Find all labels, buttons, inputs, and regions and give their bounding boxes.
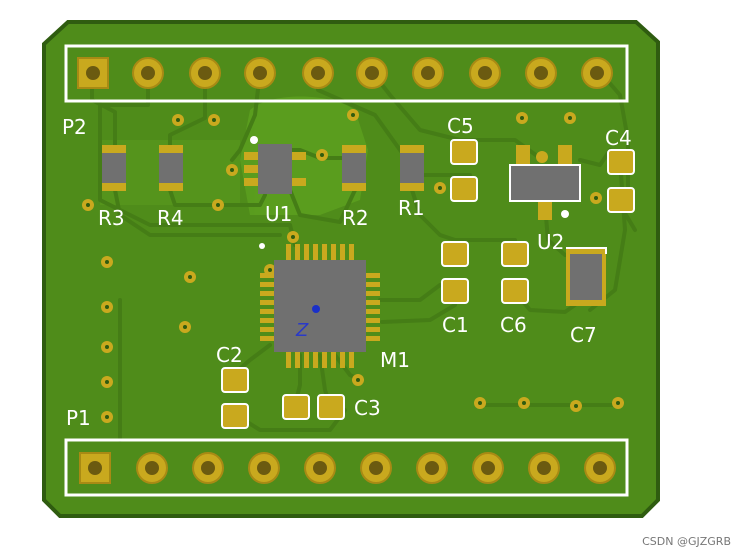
label-c3: C3 <box>354 396 381 420</box>
silkscreen-labels: P2 P1 R3 R4 U1 R2 R1 C5 C4 U2 C1 C6 C7 C… <box>62 114 632 430</box>
label-r3: R3 <box>98 206 125 230</box>
label-p2: P2 <box>62 115 87 139</box>
resistor-r1 <box>400 145 424 191</box>
capacitor-c6 <box>501 241 529 304</box>
label-c4: C4 <box>605 126 632 150</box>
capacitor-c7 <box>566 247 607 306</box>
capacitor-c4 <box>607 149 635 213</box>
label-c7: C7 <box>570 323 597 347</box>
capacitor-c2 <box>221 367 249 429</box>
ic-u1 <box>244 136 306 194</box>
label-r1: R1 <box>398 196 425 220</box>
label-u1: U1 <box>265 202 292 226</box>
vias <box>82 109 624 423</box>
label-c5: C5 <box>447 114 474 138</box>
label-c2: C2 <box>216 343 243 367</box>
header-p2-outline <box>64 44 629 103</box>
label-m1: M1 <box>380 348 410 372</box>
header-p2 <box>64 44 629 103</box>
resistor-r3 <box>102 145 126 191</box>
m1-pin1-dot <box>259 243 265 249</box>
resistor-r2 <box>342 145 366 191</box>
header-p2-round-pins <box>132 57 613 89</box>
label-c1: C1 <box>442 313 469 337</box>
watermark: CSDN @GJZGRB <box>642 535 731 548</box>
label-r4: R4 <box>157 206 184 230</box>
label-p1: P1 <box>66 406 91 430</box>
u2-pin1-dot <box>561 210 569 218</box>
module-m1: Z <box>259 243 380 368</box>
label-u2: U2 <box>537 230 564 254</box>
capacitor-c5 <box>450 139 478 202</box>
header-p1-round-pins <box>136 452 616 484</box>
m1-origin-dot <box>312 305 320 313</box>
capacitor-c1 <box>441 241 469 304</box>
resistor-r4 <box>159 145 183 191</box>
capacitor-c3 <box>282 394 345 420</box>
m1-pin1-marker: Z <box>295 320 309 341</box>
label-c6: C6 <box>500 313 527 337</box>
u1-pin1-dot <box>250 136 258 144</box>
label-r2: R2 <box>342 206 369 230</box>
header-p1 <box>64 438 629 497</box>
m1-body <box>274 260 366 352</box>
header-p1-outline <box>64 438 629 497</box>
regulator-u2 <box>509 145 581 220</box>
